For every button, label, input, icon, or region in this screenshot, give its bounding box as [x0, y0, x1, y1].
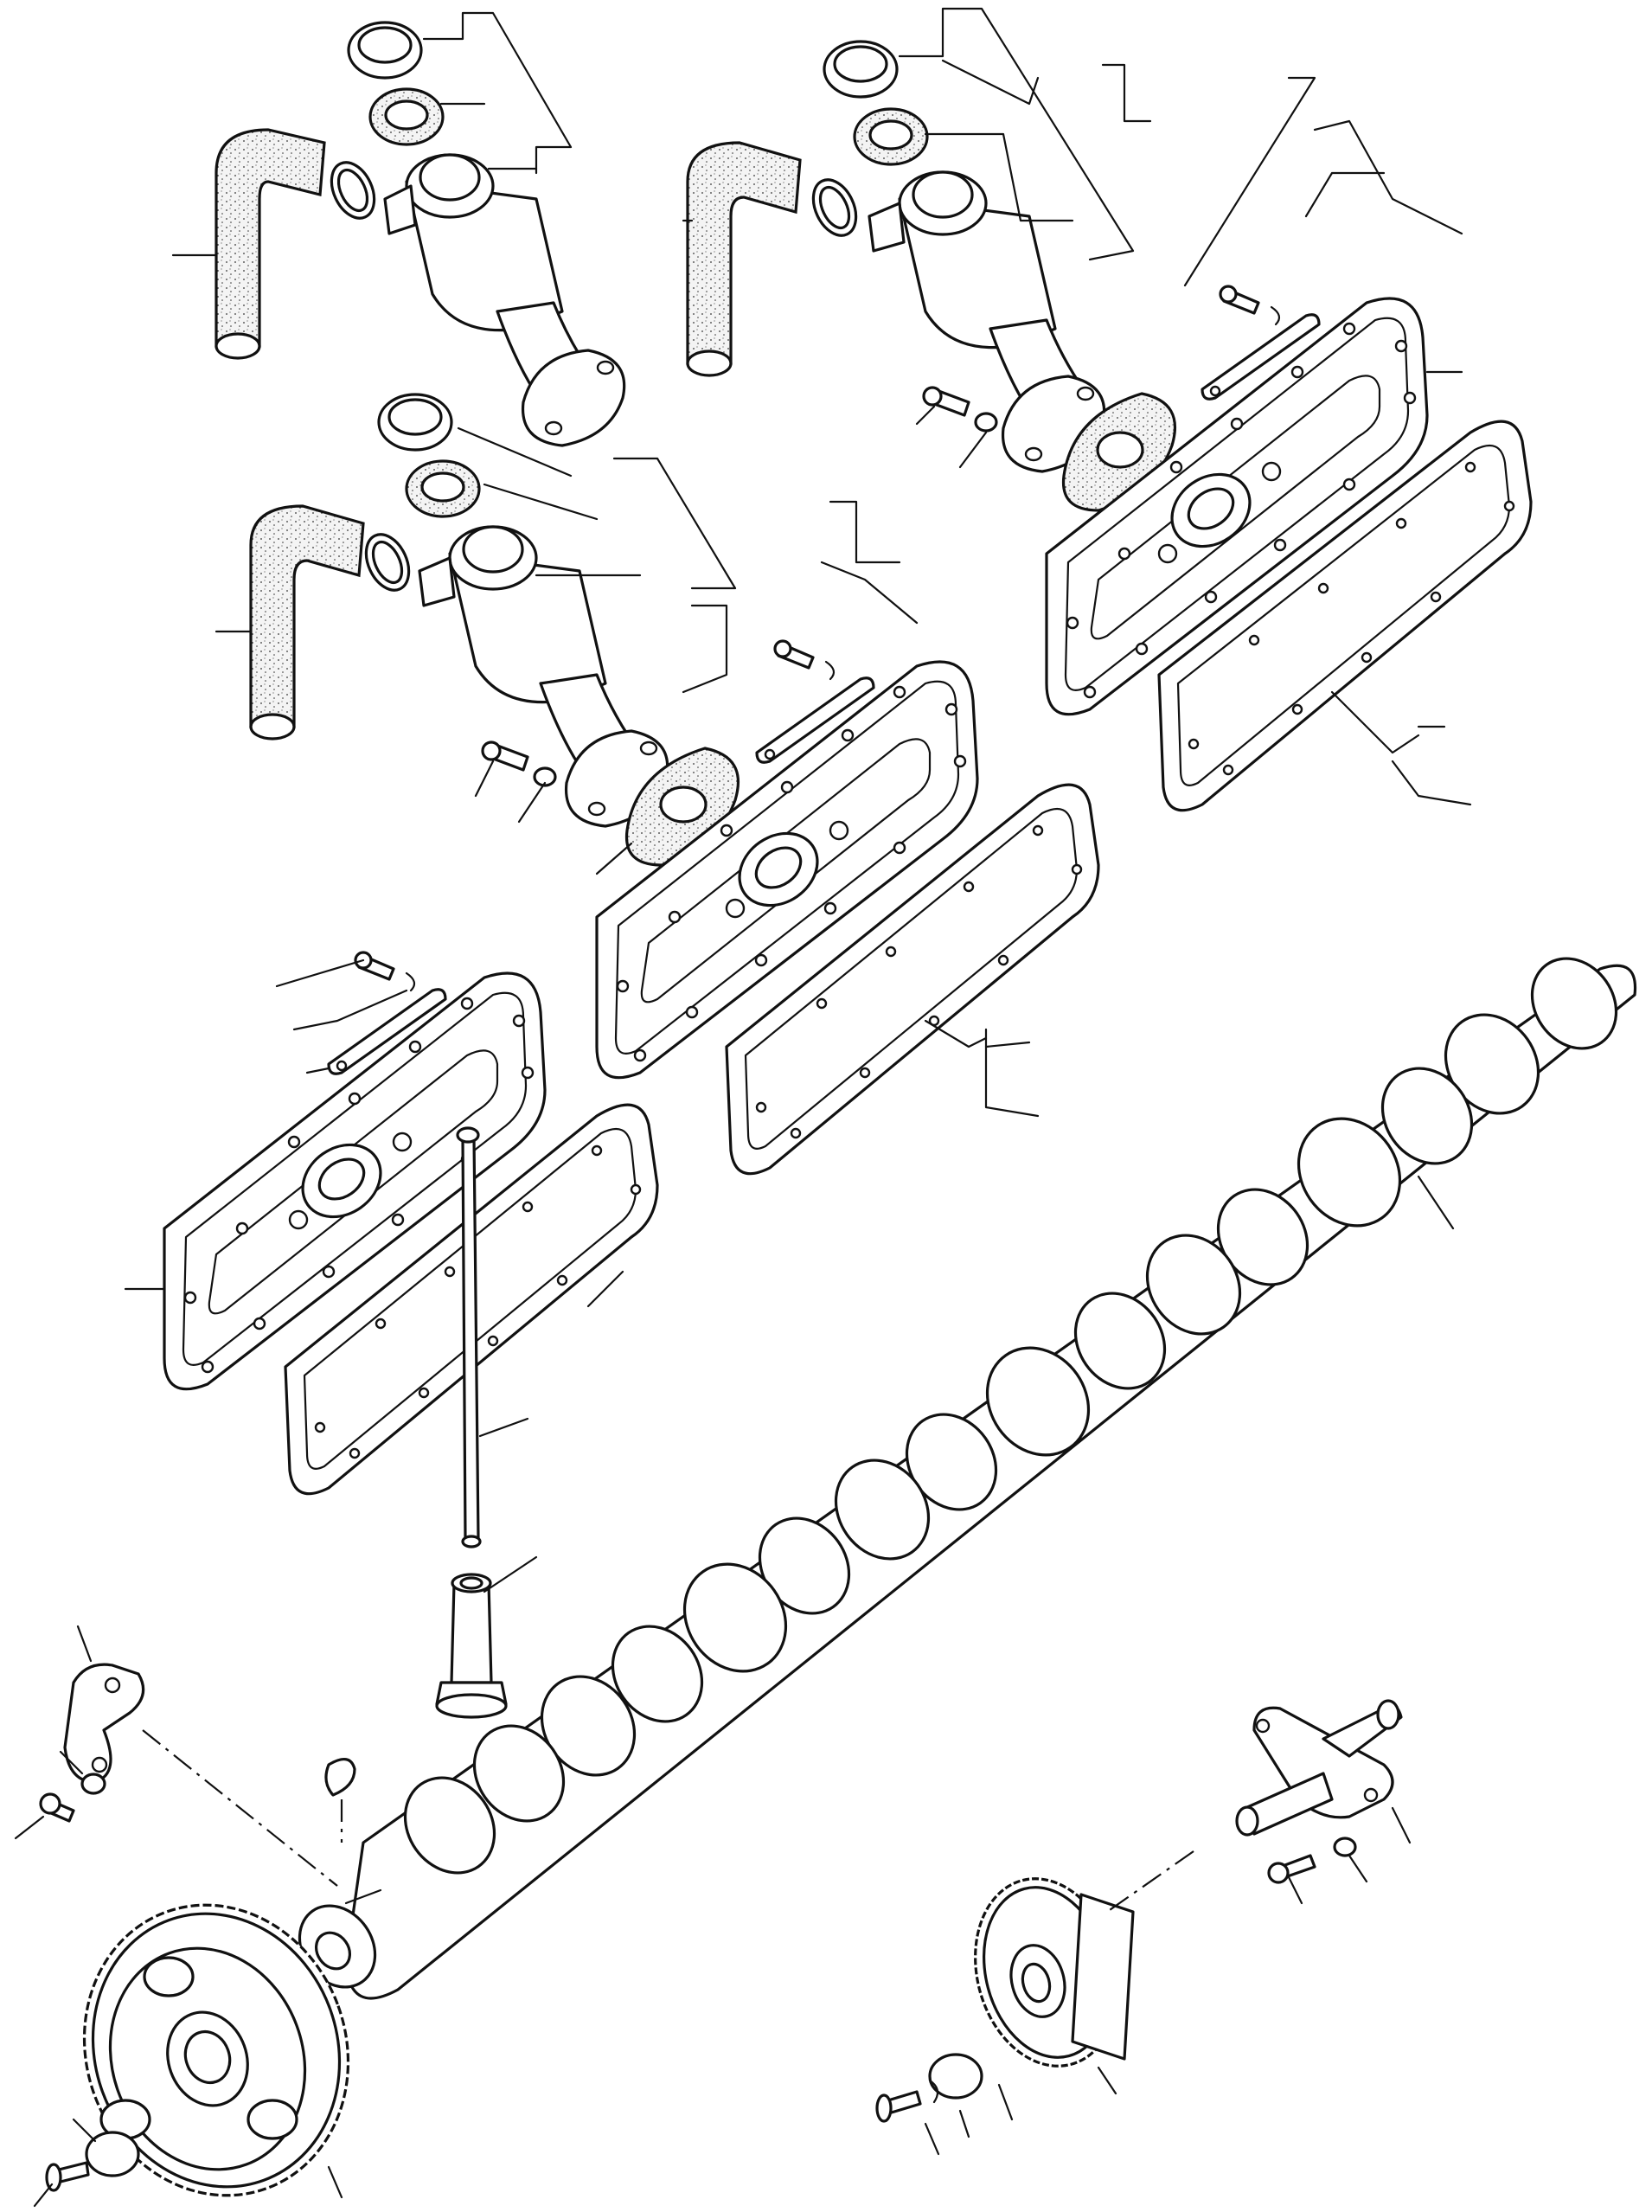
thermostat-housing	[418, 525, 642, 780]
leader-lines	[682, 7, 1152, 469]
side-cover-3	[163, 971, 547, 1391]
water-outlet-assembly-1	[171, 11, 626, 447]
side-cover-1	[1045, 297, 1429, 716]
side-cover-2	[595, 660, 979, 1080]
idler-shaft-washer	[1333, 1837, 1357, 1857]
idler-gear	[974, 1877, 1135, 2068]
thrust-plate	[63, 1663, 145, 1784]
thrust-plate-bolt	[39, 1792, 75, 1823]
push-rod-leaders	[478, 1417, 538, 1593]
thermostat-seal	[347, 21, 423, 80]
side-cover-1-leaders	[1183, 76, 1472, 806]
washer	[533, 766, 557, 787]
thermostat-gasket	[405, 459, 481, 518]
woodruff-key	[324, 1758, 356, 1797]
thermostat-gasket	[853, 107, 929, 166]
thrust-plate-washer	[80, 1773, 106, 1795]
washer	[974, 412, 998, 433]
cover-bolt-2	[773, 639, 836, 681]
hose-clamp	[364, 533, 411, 592]
thrust-plate-leaders	[14, 1625, 343, 1887]
side-cover-3-leaders	[124, 959, 624, 1308]
leader-lines	[215, 426, 737, 875]
water-outlet-assembly-3	[215, 393, 740, 875]
gear-bolt	[45, 2161, 90, 2192]
camshaft-leader	[1417, 1175, 1455, 1230]
idler-bolt	[875, 2079, 939, 2123]
bypass-hose	[686, 141, 802, 377]
idler-leaders	[924, 1806, 1412, 2156]
cover-bolt-holes	[616, 685, 967, 1062]
cover-bolt-3	[354, 951, 416, 992]
thermostat-seal	[823, 40, 899, 99]
gasket-holes	[755, 824, 1083, 1139]
gear-washer	[85, 2131, 140, 2177]
cam-follower-tappet	[435, 1573, 508, 1719]
idler-washer	[928, 2053, 983, 2100]
bolt	[481, 741, 529, 772]
bypass-hose	[249, 504, 365, 741]
cover-bolt-holes	[1066, 322, 1417, 699]
camshaft	[298, 957, 1637, 2000]
idler-shaft-bolt	[1267, 1854, 1316, 1884]
camshaft-gear	[82, 1903, 350, 2197]
push-rod	[456, 1126, 482, 1548]
cam-gear-leaders	[33, 2118, 343, 2208]
side-cover-2-leaders	[820, 500, 1040, 1118]
bypass-hose	[215, 128, 326, 360]
hose-clamp	[811, 178, 858, 237]
gasket-holes	[1188, 461, 1515, 776]
cover-gasket-1	[1157, 420, 1533, 812]
idler-shaft	[1235, 1699, 1403, 1837]
camshaft-lobes	[403, 957, 1618, 1875]
hose-clamp	[330, 161, 376, 220]
cover-strap-3	[327, 988, 447, 1075]
bolt	[922, 386, 970, 417]
cover-strap-1	[1201, 313, 1321, 401]
cover-bolt-1	[1219, 285, 1281, 326]
thermostat-gasket	[368, 87, 445, 146]
water-outlet-assembly-2	[682, 7, 1176, 512]
cover-gasket-2	[725, 783, 1100, 1176]
thermostat-seal	[377, 393, 453, 452]
cover-strap-2	[755, 676, 875, 764]
gasket-holes	[314, 1144, 642, 1459]
outlet-flange	[521, 349, 626, 447]
leader-lines	[171, 11, 573, 257]
